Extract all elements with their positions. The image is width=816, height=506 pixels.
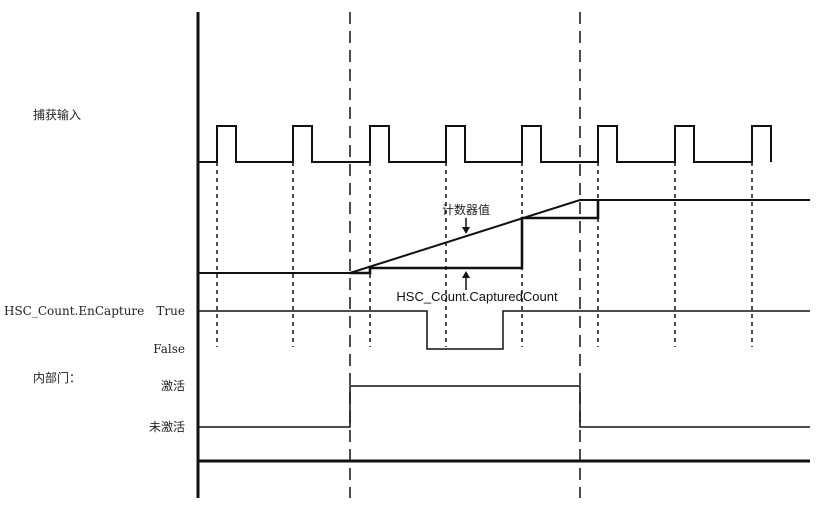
- active-label: 激活: [161, 379, 185, 393]
- inactive-label: 未激活: [149, 420, 185, 434]
- en-capture-signal: [198, 310, 810, 350]
- captured-count-line: [350, 200, 600, 275]
- capture-input-label: 捕获输入: [33, 107, 81, 122]
- internal-gate-signal: [198, 385, 810, 428]
- en-capture-label: HSC_Count.EnCapture: [4, 304, 144, 318]
- capture-input-signal: [198, 125, 772, 163]
- false-label: False: [153, 342, 185, 356]
- counter-value-line: [198, 199, 810, 274]
- captured-count-arrow: [462, 271, 470, 290]
- captured-count-label: HSC_Count.CapturedCount: [396, 289, 558, 304]
- true-label: True: [156, 304, 185, 318]
- capture-edge-lines: [216, 162, 753, 347]
- counter-value-label: 计数器值: [442, 202, 490, 217]
- arrow-head: [462, 271, 470, 278]
- counter-value-arrow: [462, 218, 470, 234]
- internal-gate-label: 内部门：: [33, 370, 81, 385]
- arrow-head: [462, 227, 470, 234]
